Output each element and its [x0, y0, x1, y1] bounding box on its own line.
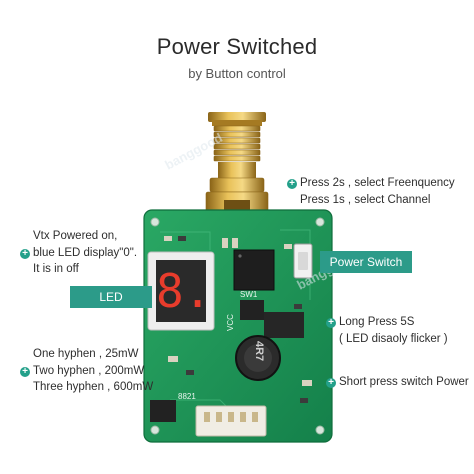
long-press-annotation: +Long Press 5S ( LED disaoly flicker )	[326, 314, 448, 347]
page-subtitle: by Button control	[188, 66, 286, 81]
seven-segment-digit: 8.	[156, 264, 212, 318]
plus-icon: +	[326, 378, 336, 388]
chip-label: 8821	[178, 392, 196, 401]
led-label: LED	[70, 286, 152, 308]
press-annotation: +Press 2s , select Freenquency Press 1s …	[287, 175, 455, 208]
short-press-annotation: +Short press switch Power	[326, 374, 469, 391]
pcb-board	[143, 209, 333, 443]
plus-icon: +	[20, 366, 30, 377]
pin-label: SW1	[240, 290, 258, 299]
vtx-annotation: Vtx Powered on, +blue LED display"0". It…	[20, 228, 137, 278]
plus-icon: +	[326, 318, 336, 328]
page-title: Power Switched	[156, 34, 318, 59]
plus-icon: +	[20, 248, 30, 259]
vcc-label: VCC	[225, 314, 235, 331]
power-switch-label: Power Switch	[320, 251, 412, 273]
plus-icon: +	[287, 179, 297, 189]
power-level-annotation: One hyphen , 25mW +Two hyphen , 200mW Th…	[20, 346, 153, 396]
inductor-marking: 4R7	[253, 341, 265, 362]
